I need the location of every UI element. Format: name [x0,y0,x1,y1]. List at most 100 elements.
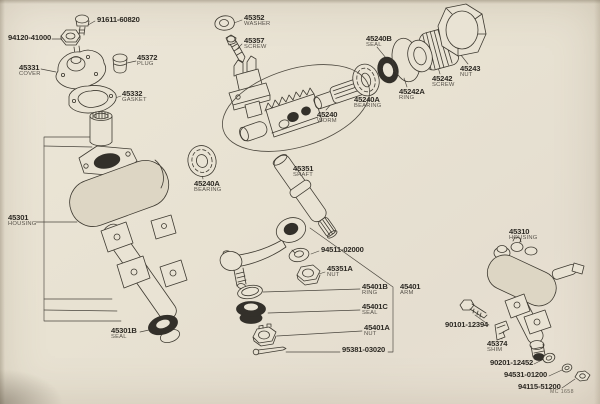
left-bearing-drawing [187,145,217,177]
label-cotter-pin: 95381-03020 [342,346,385,354]
label-cover-bolt: 91611-60820 [97,16,140,24]
label-housing-bolt: 90101-12394 [445,321,488,329]
part-number: 45332 [122,89,143,98]
figure-code: MC 1658 [550,389,574,395]
arm-seal-drawing [236,301,266,324]
part-number: 45242 [432,74,453,83]
cover-bolt-drawing [75,14,90,36]
upper-seal-drawing [377,56,399,84]
part-number: 94120-41000 [8,33,52,42]
screw-drawing [225,34,246,63]
part-caption: WORM [317,117,337,124]
castle-nut-drawing [252,323,277,347]
part-caption: BEARING [354,102,382,109]
part-caption: WASHER [244,20,271,27]
label-spring-washer: 90201-12452 [490,359,533,367]
part-number: 45374 [487,339,508,348]
part-number: 45357 [244,36,265,45]
part-caption: HOUSING [8,220,37,227]
cotter-pin-drawing [252,346,287,356]
part-caption: NUT [327,271,340,278]
part-caption: SEAL [366,41,382,48]
part-caption: ARM [400,289,414,296]
part-number: 94531-01200 [504,370,548,379]
part-caption: SCREW [432,81,455,88]
washer-drawing [214,15,235,31]
part-caption: NUT [364,330,377,337]
part-caption: SCREW [244,43,267,50]
part-caption: BEARING [194,186,222,193]
part-caption: COVER [19,70,41,77]
highlight-ellipse [222,64,370,152]
second-housing-drawing [486,236,585,361]
pitman-arm-drawing [219,217,307,290]
part-number: 45301 [8,213,29,222]
gasket-drawing [68,85,117,114]
part-number: 45240B [366,34,392,43]
part-number: 94511-02000 [321,245,364,254]
part-number: 95381-03020 [342,345,386,354]
part-caption: RING [362,289,378,296]
part-number: 90101-12394 [445,320,489,329]
housing-bolt-drawing [459,299,488,319]
label-cover-nut: 94120-41000 [8,34,51,42]
cover-nut-drawing [60,29,81,46]
part-number: 45301B [111,326,137,335]
part-caption: HOUSING [509,234,538,241]
label-arm-washer: 94511-02000 [321,246,364,254]
arm-ring-drawing [237,284,263,300]
plain-washer-drawing [561,363,573,373]
label-end-nut: 94115-51200 [518,383,561,391]
part-number: 45240A [194,179,220,188]
shim-drawing [494,320,510,341]
part-caption: SEAL [111,333,127,340]
part-caption: NUT [460,71,473,78]
part-number: 45352 [244,13,265,22]
part-number: 94115-51200 [518,382,561,391]
part-number: 45243 [460,64,481,73]
part-number: 45331 [19,63,40,72]
part-number: 45351 [293,164,314,173]
label-plain-washer: 94531-01200 [504,371,547,379]
part-number: 45310 [509,227,530,236]
part-caption: GASKET [122,96,147,103]
lower-seal-drawing [148,314,181,343]
locknut-drawing [437,3,487,57]
part-number: 45401C [362,302,388,311]
part-caption: SHAFT [293,171,314,178]
sector-nut-drawing [296,264,321,286]
main-housing-drawing [69,111,188,321]
spring-washer-drawing [542,352,556,364]
part-number: 45372 [137,53,158,62]
part-number: 45351A [327,264,353,273]
arm-washer-drawing [288,247,310,263]
part-number: 90201-12452 [490,358,534,367]
part-number: 91611-60820 [97,15,140,24]
part-number: 45401A [364,323,390,332]
part-number: 45401 [400,282,421,291]
part-caption: SEAL [362,309,378,316]
end-nut-drawing [574,370,591,382]
part-number: 45240 [317,110,338,119]
